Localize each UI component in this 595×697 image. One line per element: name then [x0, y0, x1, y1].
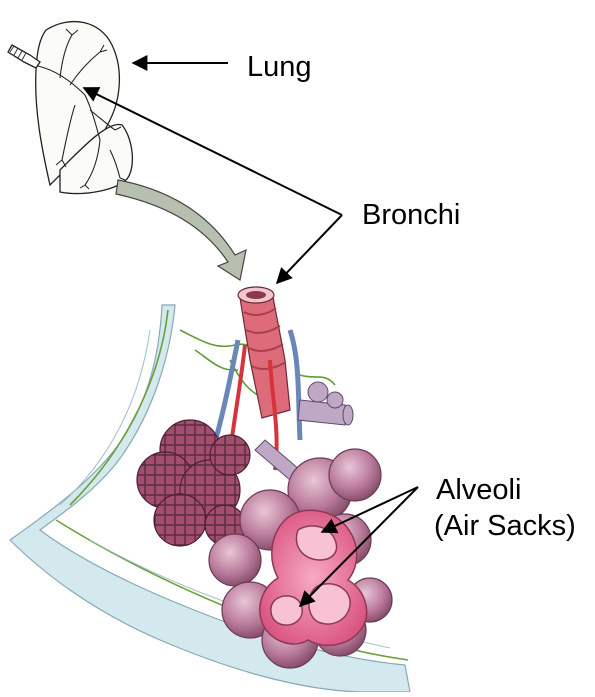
lung-label: Lung: [247, 51, 312, 83]
magnify-arrow: [116, 180, 246, 280]
bronchi-label: Bronchi: [362, 199, 460, 231]
lung-illustration: [8, 22, 132, 194]
capillary-cluster: [137, 420, 250, 546]
alveoli-label: Alveoli: [436, 474, 521, 506]
air-sacks-label: (Air Sacks): [434, 510, 576, 542]
bronchi-arrow-detail: [277, 215, 342, 283]
